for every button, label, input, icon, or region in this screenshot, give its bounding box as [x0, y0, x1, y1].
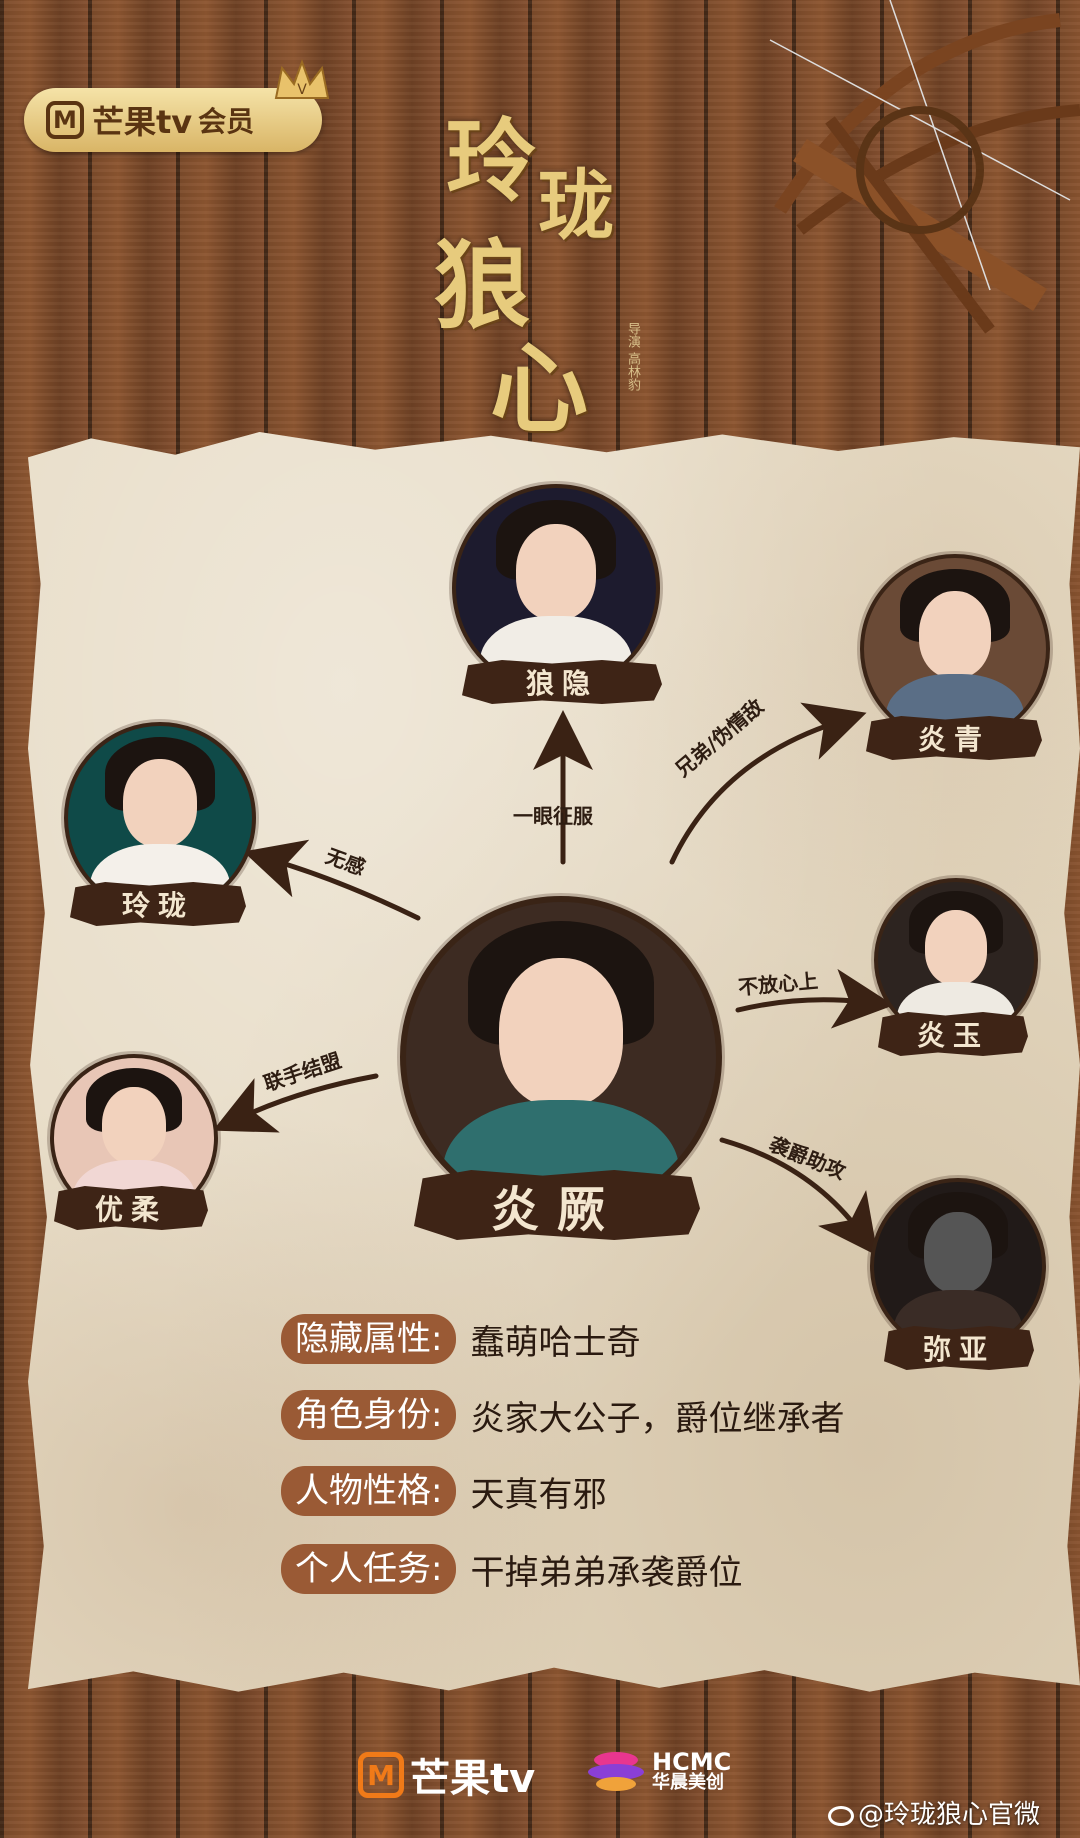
portrait-langyin[interactable]	[452, 484, 660, 692]
name-langyin: 狼隐	[462, 660, 662, 704]
face	[924, 910, 988, 985]
title-char-4: 心	[490, 332, 589, 447]
name-miya: 弥亚	[884, 1326, 1034, 1370]
attribute-label: 角色身份:	[281, 1390, 457, 1440]
footer-mgtv-logo[interactable]: M 芒果tv	[358, 1746, 535, 1804]
portrait-miya[interactable]	[870, 1178, 1046, 1354]
attribute-row: 个人任务: 干掉弟弟承袭爵位	[281, 1544, 742, 1594]
mgtv-logo-icon: M	[46, 101, 84, 139]
attribute-value: 炎家大公子，爵位继承者	[470, 1398, 845, 1439]
crown-icon: V	[274, 59, 330, 99]
hcmc-cn: 华晨美创	[652, 1772, 724, 1793]
face	[918, 590, 992, 679]
weibo-handle: @玲珑狼心官微	[858, 1800, 1041, 1830]
attribute-row: 隐藏属性: 蠢萌哈士奇	[281, 1314, 640, 1364]
relation-label-langyin: 一眼征服	[513, 804, 593, 828]
face	[499, 957, 623, 1107]
title-char-1: 玲	[446, 108, 536, 214]
crossbow-illustration	[769, 0, 1080, 334]
svg-text:V: V	[297, 82, 307, 98]
footer-mgtv-text: 芒果tv	[410, 1756, 536, 1802]
title-char-3: 狼	[434, 229, 530, 342]
mgtv-icon: M	[358, 1752, 404, 1798]
attribute-value: 蠢萌哈士奇	[470, 1322, 641, 1363]
attribute-value: 干掉弟弟承袭爵位	[470, 1552, 743, 1593]
name-linglong: 玲珑	[70, 882, 246, 926]
portrait-yanqing[interactable]	[860, 554, 1050, 744]
mask	[924, 1212, 992, 1293]
mgtv-member-badge[interactable]: M 芒果tv 会员	[24, 88, 322, 152]
face	[102, 1086, 166, 1164]
badge-member: 会员	[198, 105, 255, 138]
face	[516, 524, 596, 620]
hcmc-icon	[588, 1752, 644, 1791]
badge-text: 芒果tv	[92, 103, 193, 141]
attribute-label: 人物性格:	[281, 1466, 457, 1516]
face	[123, 759, 197, 848]
weibo-watermark: @玲珑狼心官微	[828, 1794, 1040, 1831]
name-yanqing: 炎青	[866, 716, 1042, 760]
attribute-label: 个人任务:	[281, 1544, 457, 1594]
hcmc-en: HCMC	[652, 1748, 732, 1776]
attribute-value: 天真有邪	[470, 1474, 607, 1515]
attribute-row: 角色身份: 炎家大公子，爵位继承者	[281, 1390, 844, 1440]
name-yanyu: 炎玉	[878, 1012, 1028, 1056]
attribute-row: 人物性格: 天真有邪	[281, 1466, 606, 1516]
title-char-2: 珑	[538, 161, 614, 250]
name-yourou: 优柔	[54, 1186, 208, 1230]
director-credit: 导演 高林豹	[625, 322, 640, 392]
footer-hcmc-logo[interactable]: HCMC 华晨美创	[584, 1746, 731, 1796]
weibo-icon	[828, 1805, 854, 1826]
show-title: 玲 珑 狼 心	[430, 88, 650, 447]
name-yanjue: 炎厥	[414, 1170, 700, 1240]
portrait-linglong[interactable]	[64, 722, 256, 914]
hcmc-text-block: HCMC 华晨美创	[652, 1750, 731, 1792]
portrait-yanjue[interactable]	[400, 896, 722, 1218]
attribute-label: 隐藏属性:	[281, 1314, 457, 1364]
